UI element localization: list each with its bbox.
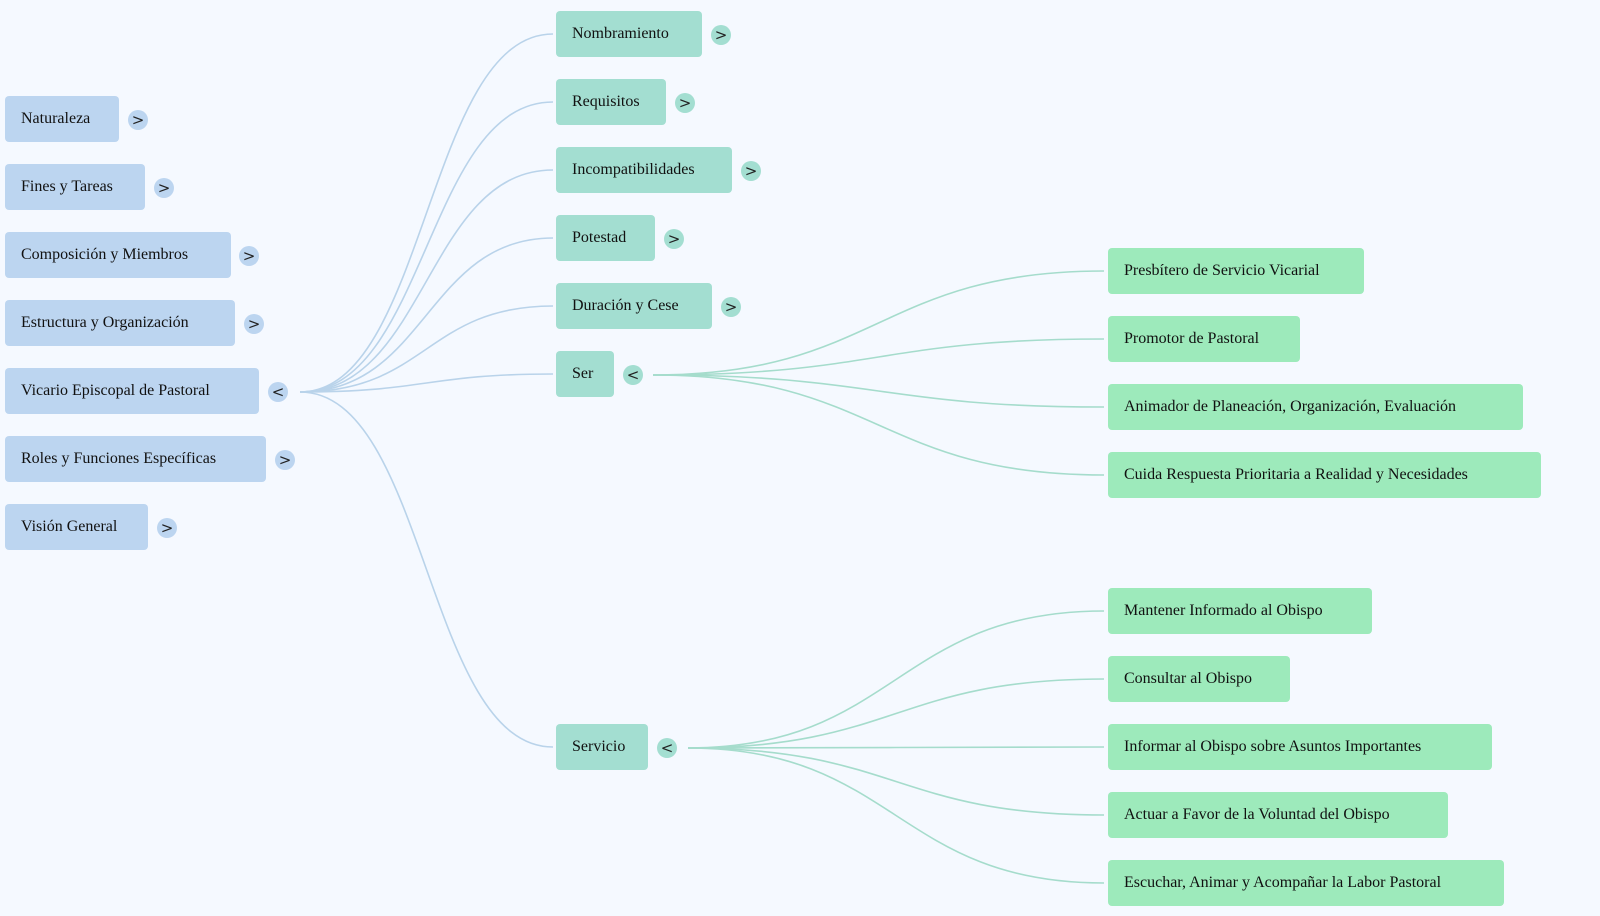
- connector-line: [687, 746, 1105, 749]
- node-consultar-al-obispo[interactable]: Consultar al Obispo: [1108, 656, 1290, 702]
- chevron-right-icon[interactable]: >: [721, 297, 741, 317]
- chevron-right-icon[interactable]: >: [675, 93, 695, 113]
- node-mantener-informado-al-obispo[interactable]: Mantener Informado al Obispo: [1108, 588, 1372, 634]
- chevron-right-icon[interactable]: >: [244, 314, 264, 334]
- node-label: Ser: [572, 365, 594, 382]
- node-label: Estructura y Organización: [21, 314, 189, 331]
- connector-line: [652, 374, 1105, 408]
- node-label: Consultar al Obispo: [1124, 670, 1252, 687]
- node-vision-general[interactable]: Visión General: [5, 504, 148, 550]
- node-label: Potestad: [572, 229, 627, 246]
- node-fines-y-tareas[interactable]: Fines y Tareas: [5, 164, 145, 210]
- chevron-right-icon[interactable]: >: [741, 161, 761, 181]
- connector-line: [299, 391, 554, 748]
- node-duracion-y-cese[interactable]: Duración y Cese: [556, 283, 712, 329]
- node-roles-y-funciones-especificas[interactable]: Roles y Funciones Específicas: [5, 436, 266, 482]
- node-label: Presbítero de Servicio Vicarial: [1124, 262, 1320, 279]
- connector-line: [687, 747, 1105, 884]
- node-label: Vicario Episcopal de Pastoral: [21, 382, 210, 399]
- node-label: Duración y Cese: [572, 297, 679, 314]
- node-cuida-respuesta-prioritaria[interactable]: Cuida Respuesta Prioritaria a Realidad y…: [1108, 452, 1541, 498]
- connector-line: [652, 270, 1105, 376]
- chevron-right-icon[interactable]: >: [154, 178, 174, 198]
- connector-line: [299, 373, 554, 393]
- node-label: Cuida Respuesta Prioritaria a Realidad y…: [1124, 466, 1468, 483]
- node-informar-al-obispo[interactable]: Informar al Obispo sobre Asuntos Importa…: [1108, 724, 1492, 770]
- node-label: Roles y Funciones Específicas: [21, 450, 217, 467]
- node-label: Incompatibilidades: [572, 161, 695, 178]
- node-promotor-de-pastoral[interactable]: Promotor de Pastoral: [1108, 316, 1300, 362]
- connector-line: [652, 338, 1105, 376]
- node-label: Naturaleza: [21, 110, 91, 127]
- node-servicio[interactable]: Servicio: [556, 724, 648, 770]
- chevron-left-icon[interactable]: <: [623, 365, 643, 385]
- chevron-left-icon[interactable]: <: [657, 738, 677, 758]
- connector-line: [299, 33, 554, 393]
- node-label: Fines y Tareas: [21, 178, 113, 195]
- connector-line: [299, 305, 554, 393]
- node-ser[interactable]: Ser: [556, 351, 614, 397]
- chevron-right-icon[interactable]: >: [239, 246, 259, 266]
- node-label: Animador de Planeación, Organización, Ev…: [1124, 398, 1457, 415]
- node-label: Mantener Informado al Obispo: [1124, 602, 1323, 619]
- chevron-left-icon[interactable]: <: [268, 382, 288, 402]
- node-label: Informar al Obispo sobre Asuntos Importa…: [1124, 738, 1422, 755]
- node-nombramiento[interactable]: Nombramiento: [556, 11, 702, 57]
- node-actuar-a-favor[interactable]: Actuar a Favor de la Voluntad del Obispo: [1108, 792, 1448, 838]
- connector-line: [299, 169, 554, 393]
- node-label: Promotor de Pastoral: [1124, 330, 1260, 347]
- node-potestad[interactable]: Potestad: [556, 215, 655, 261]
- node-label: Visión General: [21, 518, 118, 535]
- node-estructura-y-organizacion[interactable]: Estructura y Organización: [5, 300, 235, 346]
- node-escuchar-animar-acompanar[interactable]: Escuchar, Animar y Acompañar la Labor Pa…: [1108, 860, 1504, 906]
- node-animador-de-planeacion[interactable]: Animador de Planeación, Organización, Ev…: [1108, 384, 1523, 430]
- node-composicion-y-miembros[interactable]: Composición y Miembros: [5, 232, 231, 278]
- node-presbitero-de-servicio-vicarial[interactable]: Presbítero de Servicio Vicarial: [1108, 248, 1364, 294]
- node-label: Escuchar, Animar y Acompañar la Labor Pa…: [1124, 874, 1442, 891]
- chevron-right-icon[interactable]: >: [157, 518, 177, 538]
- node-label: Composición y Miembros: [21, 246, 189, 263]
- connector-line: [299, 101, 554, 393]
- connector-line: [687, 610, 1105, 749]
- chevron-right-icon[interactable]: >: [128, 110, 148, 130]
- chevron-right-icon[interactable]: >: [664, 229, 684, 249]
- connector-line: [652, 374, 1105, 476]
- node-label: Actuar a Favor de la Voluntad del Obispo: [1124, 806, 1390, 823]
- node-label: Servicio: [572, 738, 626, 755]
- node-incompatibilidades[interactable]: Incompatibilidades: [556, 147, 732, 193]
- node-label: Requisitos: [572, 93, 640, 110]
- chevron-right-icon[interactable]: >: [275, 450, 295, 470]
- chevron-right-icon[interactable]: >: [711, 25, 731, 45]
- node-requisitos[interactable]: Requisitos: [556, 79, 666, 125]
- node-vicario-episcopal-de-pastoral[interactable]: Vicario Episcopal de Pastoral: [5, 368, 259, 414]
- node-naturaleza[interactable]: Naturaleza: [5, 96, 119, 142]
- connector-line: [687, 678, 1105, 749]
- connector-line: [299, 237, 554, 393]
- connector-line: [687, 747, 1105, 816]
- node-label: Nombramiento: [572, 25, 669, 42]
